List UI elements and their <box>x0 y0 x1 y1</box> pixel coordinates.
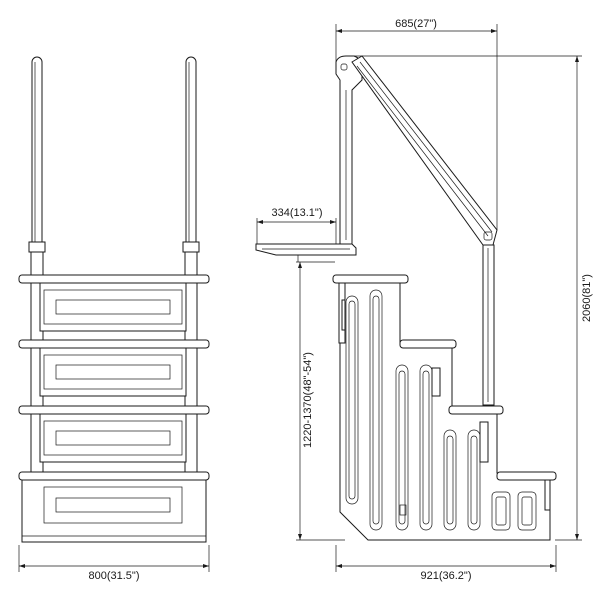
total-height-dimension: 2060(81") <box>350 55 593 541</box>
platform-width-label: 334(13.1") <box>272 207 323 219</box>
side-depth-dimension: 921(36.2") <box>335 545 557 582</box>
front-step-2 <box>18 339 210 397</box>
front-step-3 <box>18 405 210 463</box>
adjustable-height-dimension: 1220-1370(48"-54") <box>296 261 345 541</box>
front-step-1 <box>18 274 210 332</box>
total-height-label: 2060(81") <box>581 274 593 322</box>
side-treads <box>332 274 557 481</box>
platform-width-dimension: 334(13.1") <box>256 207 337 245</box>
diagonal-handrail <box>351 55 498 406</box>
front-right-handrail <box>182 56 200 543</box>
stair-body <box>339 279 551 541</box>
front-width-dimension: 800(31.5") <box>18 545 210 582</box>
side-slots <box>345 289 537 531</box>
rear-post <box>335 55 363 245</box>
front-step-4 <box>18 471 210 543</box>
side-depth-label: 921(36.2") <box>421 570 472 582</box>
adjustable-height-label: 1220-1370(48"-54") <box>302 352 314 448</box>
side-view: 685(27") 2060(81") 1220-1370(48"-54") <box>255 18 593 582</box>
side-brackets <box>338 282 551 516</box>
top-width-label: 685(27") <box>395 18 437 30</box>
front-view: 800(31.5") <box>18 56 210 582</box>
front-width-label: 800(31.5") <box>89 570 140 582</box>
top-width-dimension: 685(27") <box>335 18 498 230</box>
top-platform <box>255 243 357 262</box>
